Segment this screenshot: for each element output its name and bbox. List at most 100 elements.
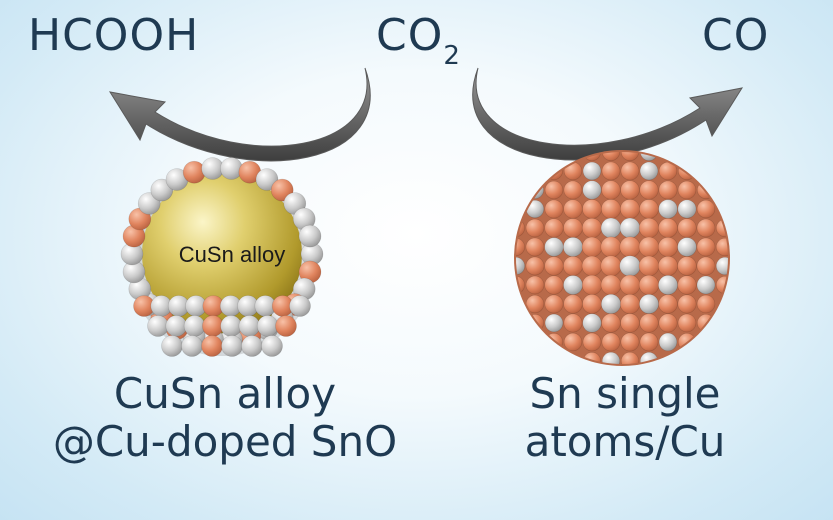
cu-atom	[582, 199, 602, 219]
cu-atom	[516, 238, 525, 256]
sn-atom	[715, 256, 728, 276]
cu-atom	[602, 152, 620, 161]
cu-atom	[601, 180, 621, 200]
sn-atom	[298, 224, 322, 248]
cu-atom	[638, 255, 660, 277]
reactant-subscript: 2	[443, 41, 461, 71]
cu-atom	[696, 256, 716, 276]
sn-atom	[582, 180, 602, 200]
sn-atom	[677, 199, 697, 219]
cu-atom	[677, 218, 697, 238]
core-label: CuSn alloy	[179, 242, 285, 267]
right-caption: Sn single atoms/Cu	[470, 370, 780, 466]
cu-atom	[601, 332, 621, 352]
cu-atom	[620, 313, 640, 333]
cu-atom	[582, 332, 602, 352]
cu-atom	[620, 180, 640, 200]
sn-atom	[658, 199, 678, 219]
shell-atoms	[120, 157, 324, 357]
cu-atom	[620, 332, 640, 352]
sn-atom	[525, 199, 545, 219]
cu-atom	[563, 161, 583, 181]
sn-atom	[563, 237, 583, 257]
cu-atom	[638, 274, 660, 296]
sn-atom	[221, 335, 243, 357]
alloy-core	[142, 174, 302, 334]
cu-atom	[544, 180, 564, 200]
cu-atom	[600, 236, 622, 258]
sn-atom	[256, 315, 279, 337]
right-caption-line1: Sn single	[529, 369, 721, 418]
cu-atom	[601, 161, 621, 181]
cu-atom	[639, 332, 659, 352]
cu-atom	[563, 180, 583, 200]
sn-atom	[147, 315, 169, 337]
cu-atom	[677, 180, 697, 200]
left-caption-line1: CuSn alloy	[113, 369, 337, 418]
sn-atom	[658, 275, 678, 295]
cu-atom	[563, 332, 583, 352]
cu-atom	[619, 274, 641, 296]
cu-atom	[275, 315, 297, 337]
cu-atom	[638, 236, 660, 258]
sn-atom	[544, 237, 564, 257]
cu-atom	[544, 218, 564, 238]
sn-atom	[601, 351, 621, 364]
sn-atom	[241, 335, 263, 357]
cu-atom	[677, 275, 697, 295]
cu-atom	[601, 199, 621, 219]
sn-atom	[165, 315, 188, 337]
cu-atom	[658, 294, 678, 314]
sn-atom	[261, 335, 283, 357]
sn-atom	[181, 335, 203, 357]
cu-atom	[658, 180, 678, 200]
cu-atom	[581, 217, 603, 239]
sn-atom	[183, 315, 206, 337]
reactant-label-co2: CO2	[376, 10, 461, 71]
sn-atom	[563, 275, 583, 295]
cu-atom	[601, 313, 621, 333]
sn-atom	[601, 294, 621, 314]
cu-atom	[182, 160, 206, 184]
product-label-hcooh: HCOOH	[28, 10, 200, 61]
sn-atom	[161, 335, 183, 357]
cu-atom	[677, 313, 697, 333]
cu-atom	[600, 274, 622, 296]
cu-atom	[525, 256, 545, 276]
cu-atom	[544, 275, 564, 295]
cu-atom	[563, 294, 583, 314]
cu-atom	[544, 199, 564, 219]
cu-atom	[619, 293, 641, 315]
reactant-co: CO	[376, 10, 444, 61]
cu-atom	[696, 237, 716, 257]
cu-atom	[696, 218, 716, 238]
sn-atom	[220, 157, 243, 180]
single-atom-particle	[514, 150, 730, 366]
cu-atom	[544, 256, 564, 276]
sn-atom	[238, 315, 261, 337]
sn-atom	[582, 313, 602, 333]
sn-atom	[516, 257, 525, 275]
cu-atom	[563, 256, 583, 276]
cu-atom	[563, 218, 583, 238]
cu-atom	[620, 351, 640, 364]
cu-atom	[563, 313, 583, 333]
cu-atom	[581, 255, 603, 277]
core-shell-particle: CuSn alloy	[120, 157, 324, 357]
sn-atom	[619, 255, 641, 277]
left-caption-line2: @Cu-doped SnO	[52, 417, 398, 466]
cu-atom	[525, 218, 545, 238]
cu-atom	[639, 313, 659, 333]
sn-atom	[639, 294, 659, 314]
cu-atom	[563, 199, 583, 219]
cu-atom	[658, 218, 678, 238]
cu-atom	[581, 236, 603, 258]
sn-atom	[677, 237, 697, 257]
cu-atom	[621, 152, 639, 161]
left-caption: CuSn alloy @Cu-doped SnO	[10, 370, 440, 466]
cu-atom	[600, 255, 622, 277]
right-caption-line2: atoms/Cu	[524, 417, 726, 466]
cu-atom	[696, 294, 716, 314]
arrow-to-hcooh	[108, 67, 371, 162]
